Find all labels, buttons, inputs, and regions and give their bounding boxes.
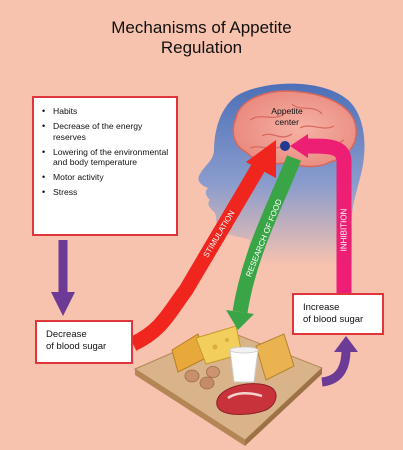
inhibition-arrow-head	[290, 134, 308, 158]
decrease-line-2: of blood sugar	[46, 341, 107, 352]
appetite-center-line-2: center	[275, 117, 299, 127]
steak	[216, 383, 277, 415]
cheese-hole	[212, 344, 218, 350]
appetite-center-label: Appetite center	[252, 106, 322, 128]
factor-item: Decrease of the energy reserves	[42, 121, 170, 142]
factor-item: Motor activity	[42, 172, 170, 183]
feedback-arrow-up-head	[334, 336, 358, 352]
feedback-arrow-up	[321, 349, 351, 387]
cheese-hole	[225, 338, 229, 342]
feedback-arrow-down-head	[51, 292, 75, 316]
research-arrow-head	[226, 310, 254, 330]
factors-list: Habits Decrease of the energy reserves L…	[42, 106, 170, 198]
increase-line-1: Increase	[303, 302, 340, 313]
factor-item: Habits	[42, 106, 170, 117]
egg	[206, 366, 220, 378]
decrease-line-1: Decrease	[46, 329, 87, 340]
appetite-center-line-1: Appetite	[271, 106, 303, 116]
cheese-right	[255, 333, 295, 381]
research-arrow	[232, 155, 302, 314]
tray-edge	[135, 369, 245, 446]
egg	[184, 369, 200, 383]
inhibition-arrow	[305, 138, 352, 293]
stimulation-arrow	[129, 164, 265, 351]
inhibition-label: INHIBITION	[340, 208, 349, 251]
title-line-1: Mechanisms of Appetite	[111, 18, 292, 37]
increase-line-2: of blood sugar	[303, 314, 364, 325]
appetite-factors-box: Habits Decrease of the energy reserves L…	[32, 96, 178, 236]
decrease-blood-sugar-box: Decrease of blood sugar	[35, 320, 133, 364]
factor-item: Lowering of the environmental and body t…	[42, 147, 170, 168]
factor-item: Stress	[42, 187, 170, 198]
title-line-2: Regulation	[160, 38, 243, 57]
brain-folds	[249, 103, 345, 149]
milk-glass	[229, 349, 259, 383]
milk-top	[229, 346, 259, 354]
stimulation-arrow-head	[246, 140, 276, 178]
tray-edge-right	[245, 368, 322, 446]
egg	[199, 376, 215, 390]
steak-fat	[227, 392, 263, 400]
appetite-center-dot	[280, 141, 290, 151]
increase-blood-sugar-box: Increase of blood sugar	[292, 293, 384, 335]
